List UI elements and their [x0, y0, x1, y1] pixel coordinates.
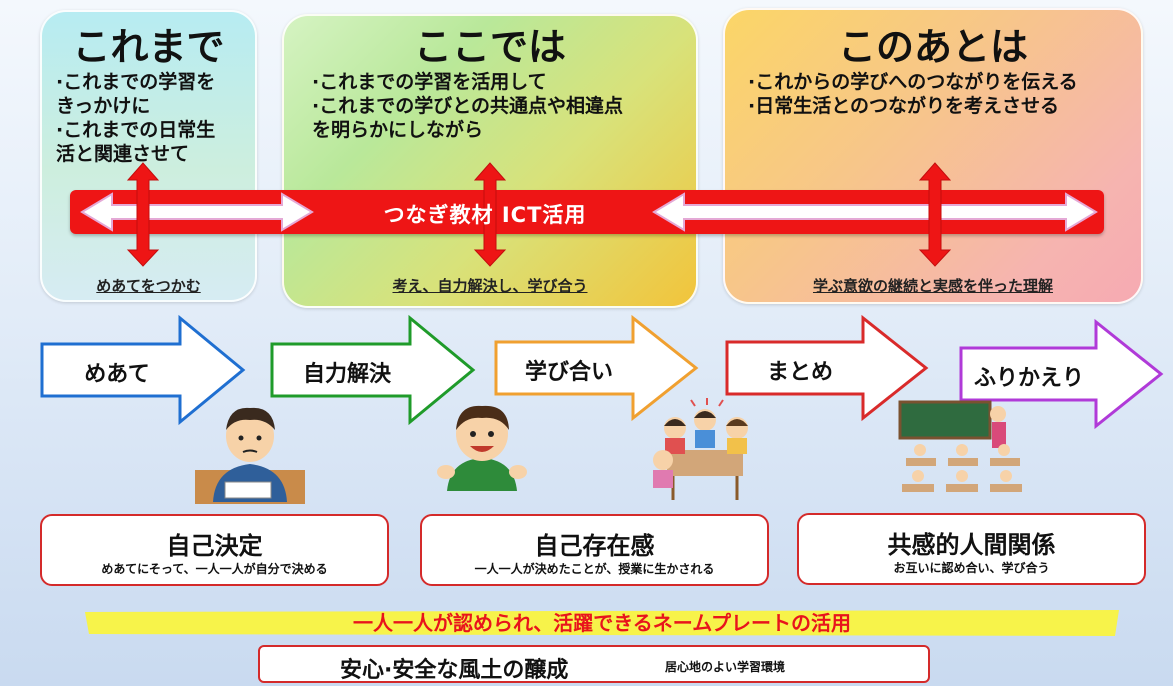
up-down-arrow-2 — [473, 162, 507, 267]
column-after-text: ·これからの学びへのつながりを伝える ·日常生活とのつながりを考えさせる — [748, 70, 1078, 118]
value-title: 自己決定 — [166, 532, 263, 560]
value-title: 共感的人間関係 — [887, 531, 1056, 559]
value-box-self-determination: 自己決定 めあてにそって、一人一人が自分で決める — [40, 514, 389, 586]
column-here-text: ·これまでの学習を活用して ·これまでの学びとの共通点や相違点 を明らかにしなが… — [312, 70, 623, 142]
step-arrow-jiriki — [270, 314, 476, 426]
column-before-heading: これまで — [72, 25, 225, 69]
safe-climate-subtitle: 居心地のよい学習環境 — [665, 660, 786, 674]
step-label: 学び合い — [524, 360, 613, 385]
nameplate-banner: 一人一人が認められ、活躍できるネームプレートの活用 — [353, 611, 851, 635]
value-title: 自己存在感 — [534, 532, 655, 560]
step-label: めあて — [84, 362, 150, 387]
step-label: まとめ — [766, 360, 833, 385]
step-label: 自力解決 — [302, 362, 391, 387]
column-before-line: 活と関連させて — [56, 143, 190, 165]
classroom-illustration — [898, 400, 1022, 492]
column-after-line: ·これからの学びへのつながりを伝える — [748, 71, 1078, 93]
step-label: ふりかえり — [973, 366, 1084, 391]
column-after-caption: 学ぶ意欲の継続と実感を伴った理解 — [812, 277, 1053, 295]
step-arrow-furikaeri — [959, 318, 1164, 430]
column-here-heading: ここでは — [413, 25, 566, 69]
nameplate-banner-shape — [85, 610, 1119, 636]
column-here-caption: 考え、自力解決し、学び合う — [392, 277, 588, 295]
column-here-line: ·これまでの学習を活用して — [312, 71, 547, 93]
step-arrow-meate — [40, 314, 246, 426]
thinking-student-illustration — [195, 407, 305, 504]
column-before-line: ·これまでの日常生 — [56, 119, 216, 141]
column-before-caption: めあてをつかむ — [96, 277, 201, 295]
column-before-line: ·これまでの学習を — [56, 71, 216, 93]
column-before-line: きっかけに — [56, 95, 151, 117]
column-after-line: ·日常生活とのつながりを考えさせる — [748, 95, 1060, 117]
right-double-arrow — [652, 192, 1098, 232]
step-arrow-matome — [725, 314, 929, 422]
ict-band-label: つなぎ教材 ICT活用 — [383, 203, 587, 227]
value-subtitle: 一人一人が決めたことが、授業に生かされる — [474, 562, 715, 576]
column-after-heading: このあとは — [837, 25, 1028, 69]
column-here-line: ·これまでの学びとの共通点や相違点 — [312, 95, 624, 117]
group-discussion-illustration — [653, 398, 748, 500]
up-down-arrow-3 — [918, 162, 952, 267]
left-double-arrow — [80, 192, 314, 232]
up-down-arrow-1 — [126, 162, 160, 267]
value-subtitle: お互いに認め合い、学び合う — [893, 561, 1050, 575]
value-box-self-presence: 自己存在感 一人一人が決めたことが、授業に生かされる — [420, 514, 769, 586]
safe-climate-title: 安心·安全な風土の醸成 — [340, 658, 569, 683]
value-subtitle: めあてにそって、一人一人が自分で決める — [101, 562, 328, 576]
column-here-line: を明らかにしながら — [312, 119, 484, 141]
safe-climate-box: 安心·安全な風土の醸成 居心地のよい学習環境 — [258, 645, 930, 683]
value-box-empathy: 共感的人間関係 お互いに認め合い、学び合う — [797, 513, 1146, 585]
column-before-text: ·これまでの学習を きっかけに ·これまでの日常生 活と関連させて — [56, 70, 215, 166]
smiling-student-illustration — [437, 405, 527, 491]
step-arrow-manabiai — [494, 314, 699, 422]
